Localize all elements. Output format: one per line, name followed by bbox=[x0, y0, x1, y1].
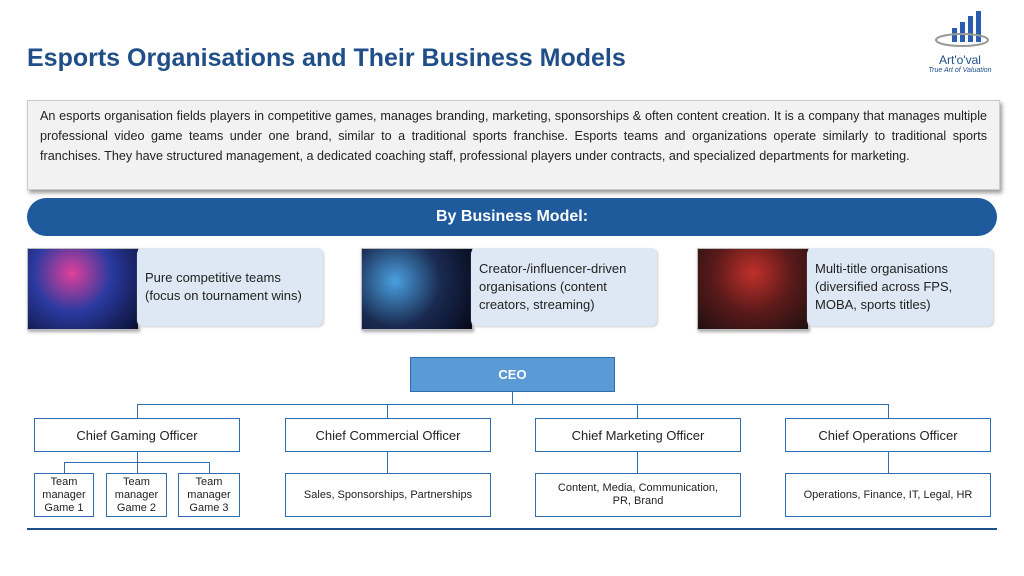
connector bbox=[137, 452, 138, 462]
chief-commercial-officer: Chief Commercial Officer bbox=[285, 418, 491, 452]
model-card-competitive: Pure competitive teams (focus on tournam… bbox=[137, 248, 323, 326]
model-card-creator: Creator-/influencer-driven organisations… bbox=[471, 248, 657, 326]
marketing-functions: Content, Media, Communication, PR, Brand bbox=[535, 473, 741, 517]
logo-name: Art'o'val bbox=[939, 53, 981, 67]
connector bbox=[137, 404, 889, 405]
connector bbox=[888, 404, 889, 418]
commercial-functions: Sales, Sponsorships, Partnerships bbox=[285, 473, 491, 517]
connector bbox=[512, 392, 513, 404]
team-manager-game-3: Team manager Game 3 bbox=[178, 473, 240, 517]
competitive-teams-image bbox=[27, 248, 139, 330]
business-model-banner: By Business Model: bbox=[27, 198, 997, 236]
chief-marketing-officer: Chief Marketing Officer bbox=[535, 418, 741, 452]
connector bbox=[387, 452, 388, 473]
logo: Art'o'val True Art of Valuation bbox=[920, 10, 1000, 74]
chief-gaming-officer: Chief Gaming Officer bbox=[34, 418, 240, 452]
connector bbox=[637, 404, 638, 418]
connector bbox=[64, 462, 65, 473]
bar-chart-logo-icon bbox=[935, 11, 989, 47]
connector bbox=[637, 452, 638, 473]
connector bbox=[888, 452, 889, 473]
page-title: Esports Organisations and Their Business… bbox=[27, 44, 626, 72]
logo-tagline: True Art of Valuation bbox=[928, 67, 992, 74]
creator-driven-image bbox=[361, 248, 473, 330]
chief-operations-officer: Chief Operations Officer bbox=[785, 418, 991, 452]
multi-title-image bbox=[697, 248, 809, 330]
team-manager-game-1: Team manager Game 1 bbox=[34, 473, 94, 517]
operations-functions: Operations, Finance, IT, Legal, HR bbox=[785, 473, 991, 517]
bottom-divider bbox=[27, 528, 997, 530]
connector bbox=[64, 462, 209, 463]
connector bbox=[137, 462, 138, 473]
connector bbox=[209, 462, 210, 473]
description-box: An esports organisation fields players i… bbox=[27, 100, 1000, 190]
model-card-multi-title: Multi-title organisations (diversified a… bbox=[807, 248, 993, 326]
connector bbox=[387, 404, 388, 418]
team-manager-game-2: Team manager Game 2 bbox=[106, 473, 167, 517]
ceo-box: CEO bbox=[410, 357, 615, 392]
connector bbox=[137, 404, 138, 418]
